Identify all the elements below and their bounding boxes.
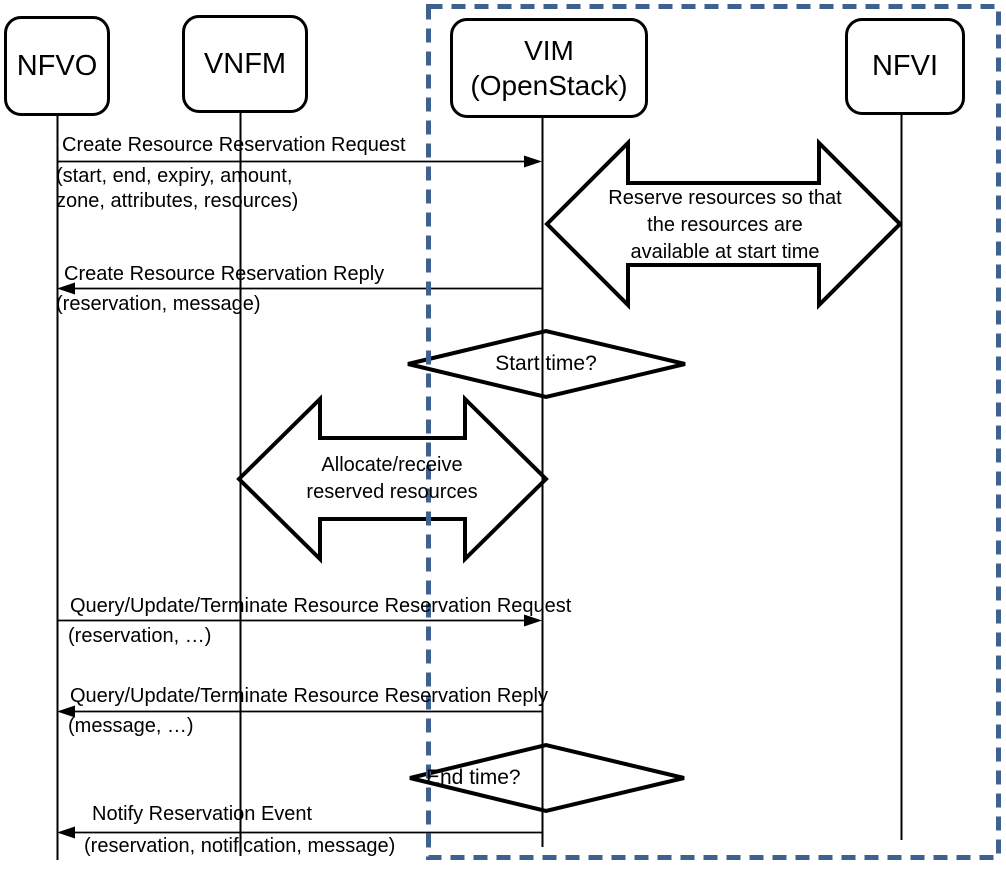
arrowhead-create-request [524,155,542,168]
entity-box-vim: VIM (OpenStack) [450,18,648,118]
message-params-create-reply: (reservation, message) [56,293,261,315]
double-arrow-reserve-resources [544,138,903,310]
arrowhead-query-request [524,614,542,627]
note-allocate-resources: Allocate/receive reserved resources [306,454,478,503]
double-arrow-allocate-resources [236,394,549,564]
message-title-query-request: Query/Update/Terminate Resource Reservat… [70,595,572,617]
arrowhead-create-reply [57,282,75,295]
message-title-create-reply: Create Resource Reservation Reply [64,263,385,285]
decision-diamond-end-time [409,742,685,814]
message-params-query-request: (reservation, …) [68,625,212,647]
message-params-notify-event: (reservation, notification, message) [84,835,396,857]
vim-nfvi-scope-border [426,4,1001,860]
decision-label-end-time: End time? [426,766,521,789]
entity-box-vnfm: VNFM [182,15,308,113]
decision-label-start-time: Start time? [495,352,597,375]
note-reserve-resources: Reserve resources so that the resources … [608,187,842,263]
arrowhead-notify-event [57,826,75,839]
message-title-create-request: Create Resource Reservation Request [62,134,406,156]
decision-diamond-start-time [407,328,686,400]
message-title-notify-event: Notify Reservation Event [92,803,313,825]
message-params-create-request: (start, end, expiry, amount, zone, attri… [56,165,299,212]
arrowhead-query-reply [57,705,75,718]
entity-box-nfvo: NFVO [4,16,110,116]
message-title-query-reply: Query/Update/Terminate Resource Reservat… [70,685,548,707]
message-params-query-reply: (message, …) [68,715,194,737]
entity-box-nfvi: NFVI [845,18,965,115]
